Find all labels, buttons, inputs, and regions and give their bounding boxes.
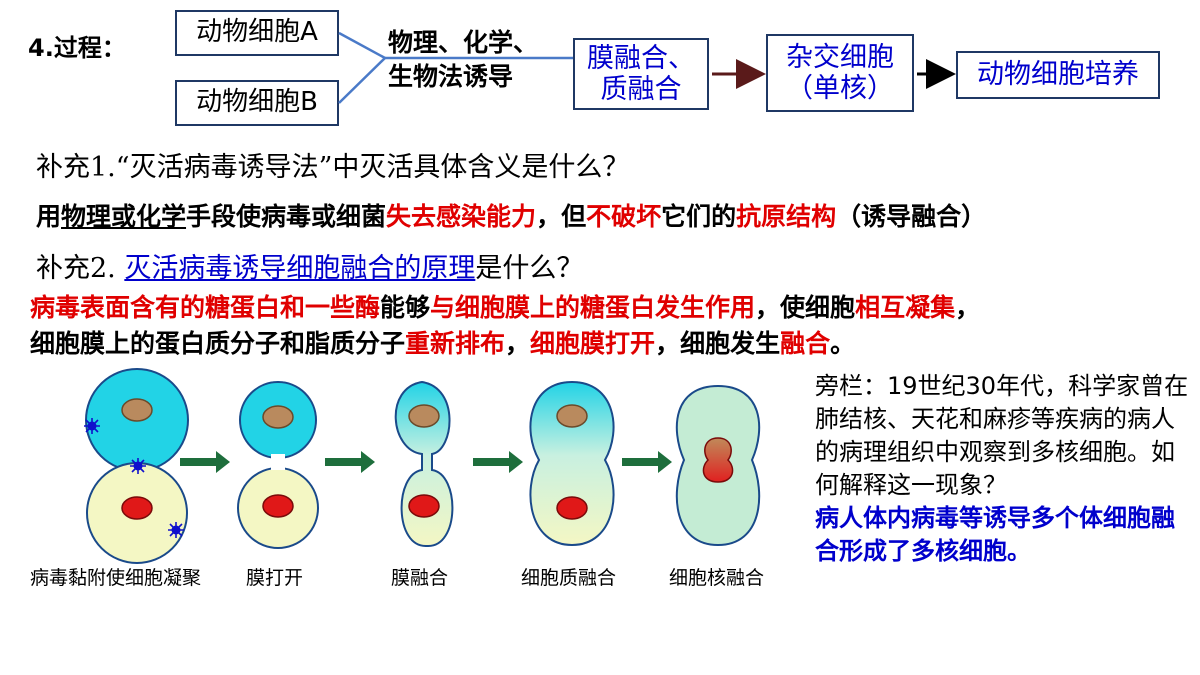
virus-particle — [130, 458, 146, 474]
caption-cytoplasm-fusion: 细胞质融合 — [521, 567, 617, 589]
arrow-right-icon — [622, 451, 672, 473]
step-label: 4.过程： — [28, 34, 126, 62]
supplement-2-question: 补充2. 灭活病毒诱导细胞融合的原理是什么？ — [36, 253, 584, 284]
nucleus-brown — [262, 405, 294, 429]
sidebar-text: 旁栏：19世纪30年代，科学家曾在肺结核、天花和麻疹等疾病的病人的病理组织中观察… — [815, 372, 1189, 499]
stage-cytoplasm-fusion — [529, 380, 615, 547]
nucleus-brown — [121, 398, 153, 422]
cell-a-box: 动物细胞A — [175, 10, 339, 56]
caption-adhesion: 病毒黏附使细胞凝聚 — [30, 567, 202, 589]
arrow-right-icon — [180, 451, 230, 473]
answer-line-2: 细胞膜上的蛋白质分子和脂质分子重新排布，细胞膜打开，细胞发生融合。 — [30, 329, 856, 358]
stage-adhesion — [84, 368, 189, 564]
flow-connectors — [338, 31, 573, 104]
sidebar-answer: 病人体内病毒等诱导多个体细胞融合形成了多核细胞。 — [815, 504, 1175, 565]
hybrid-line-1: 杂交细胞 — [786, 41, 894, 73]
nucleus-red — [262, 494, 294, 518]
fused-nucleus — [702, 437, 734, 483]
supplement-1-question: 补充1.“灭活病毒诱导法”中灭活具体含义是什么？ — [36, 152, 630, 183]
nucleus-brown — [556, 404, 588, 428]
fusion-line-2: 质融合 — [600, 74, 682, 105]
nucleus-red — [408, 494, 440, 518]
nucleus-red — [121, 496, 153, 520]
supplement-1-answer: 用物理或化学手段使病毒或细菌失去感染能力，但不破坏它们的抗原结构（诱导融合） — [36, 202, 987, 231]
nucleus-brown — [408, 404, 440, 428]
caption-membrane-open: 膜打开 — [246, 567, 304, 589]
caption-membrane-fusion: 膜融合 — [391, 567, 449, 589]
answer-line-1: 病毒表面含有的糖蛋白和一些酶能够与细胞膜上的糖蛋白发生作用，使细胞相互凝集， — [30, 293, 981, 322]
induction-methods: 物理、化学、 生物法诱导 — [388, 26, 538, 94]
fusion-line-1: 膜融合、 — [587, 42, 695, 74]
hybrid-line-2: （单核） — [786, 73, 894, 104]
stage-membrane-open — [237, 381, 319, 549]
caption-nucleus-fusion: 细胞核融合 — [669, 567, 765, 589]
nucleus-red — [556, 496, 588, 520]
sidebar-note: 旁栏：19世纪30年代，科学家曾在肺结核、天花和麻疹等疾病的病人的病理组织中观察… — [815, 370, 1195, 568]
process-arrows — [180, 451, 672, 473]
supplement-2-answer: 病毒表面含有的糖蛋白和一些酶能够与细胞膜上的糖蛋白发生作用，使细胞相互凝集， 细… — [30, 290, 980, 362]
induction-line-2: 生物法诱导 — [388, 62, 514, 91]
cell-culture-box: 动物细胞培养 — [956, 51, 1160, 99]
virus-particle — [84, 418, 100, 434]
arrow-right-icon — [473, 451, 523, 473]
cell-b-box: 动物细胞B — [175, 80, 339, 126]
arrow-right-icon — [325, 451, 375, 473]
hybrid-cell-box: 杂交细胞 （单核） — [766, 34, 914, 112]
virus-particle — [168, 522, 184, 538]
stage-membrane-fusion — [394, 380, 454, 548]
fusion-box: 膜融合、 质融合 — [573, 38, 709, 110]
stage-nucleus-fusion — [675, 384, 761, 547]
induction-line-1: 物理、化学、 — [388, 28, 539, 57]
